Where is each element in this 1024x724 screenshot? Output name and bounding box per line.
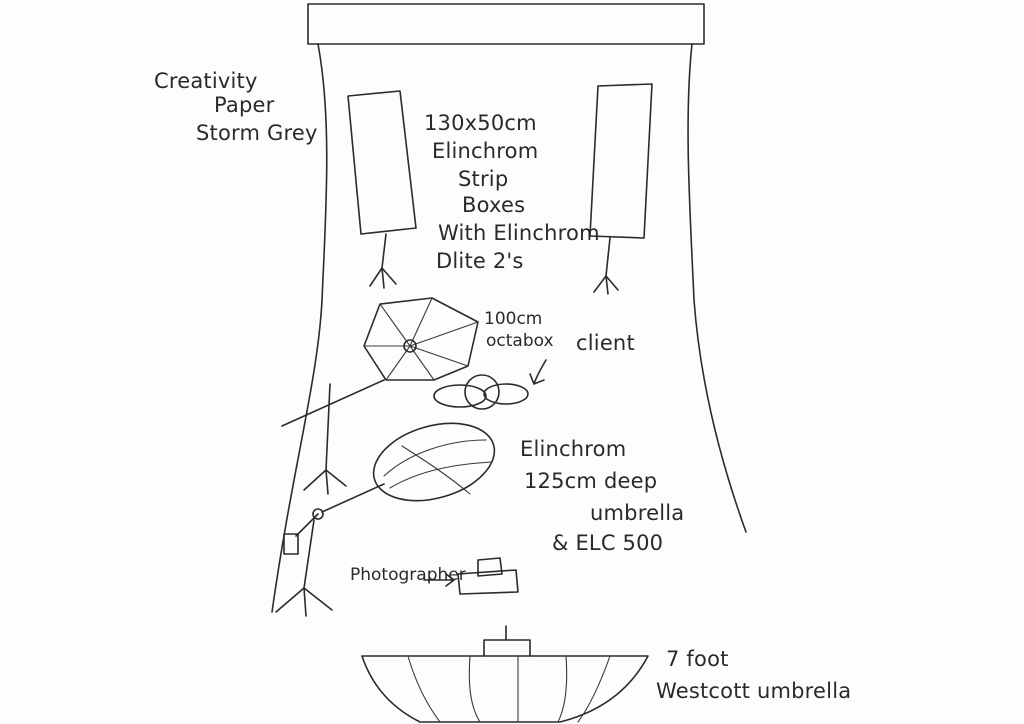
backdrop-right-edge [687, 43, 747, 533]
westcott-umbrella [361, 625, 649, 723]
photographer-label: Photographer [350, 565, 466, 585]
backdrop-left-edge [271, 43, 328, 613]
strip-box-label: 130x50cm Elinchrom Strip Boxes With Elin… [424, 111, 607, 273]
photographer-camera [423, 557, 519, 595]
octabox-label: 100cm octabox [484, 309, 554, 351]
client-arrow-icon [529, 359, 547, 385]
deep-umbrella-label: Elinchrom 125cm deep umbrella & ELC 500 [520, 437, 691, 555]
photographer-arrow-icon [423, 573, 455, 587]
deep-umbrella-light [275, 422, 496, 617]
client-label: client [576, 331, 635, 355]
westcott-label: 7 foot Westcott umbrella [656, 647, 851, 703]
strip-box-left [347, 90, 417, 289]
paper-label: Creativity Paper Storm Grey [154, 69, 318, 145]
client-figure [433, 359, 547, 410]
backdrop-roll [307, 3, 705, 45]
octabox-light [281, 297, 479, 495]
strip-box-right [589, 83, 653, 295]
